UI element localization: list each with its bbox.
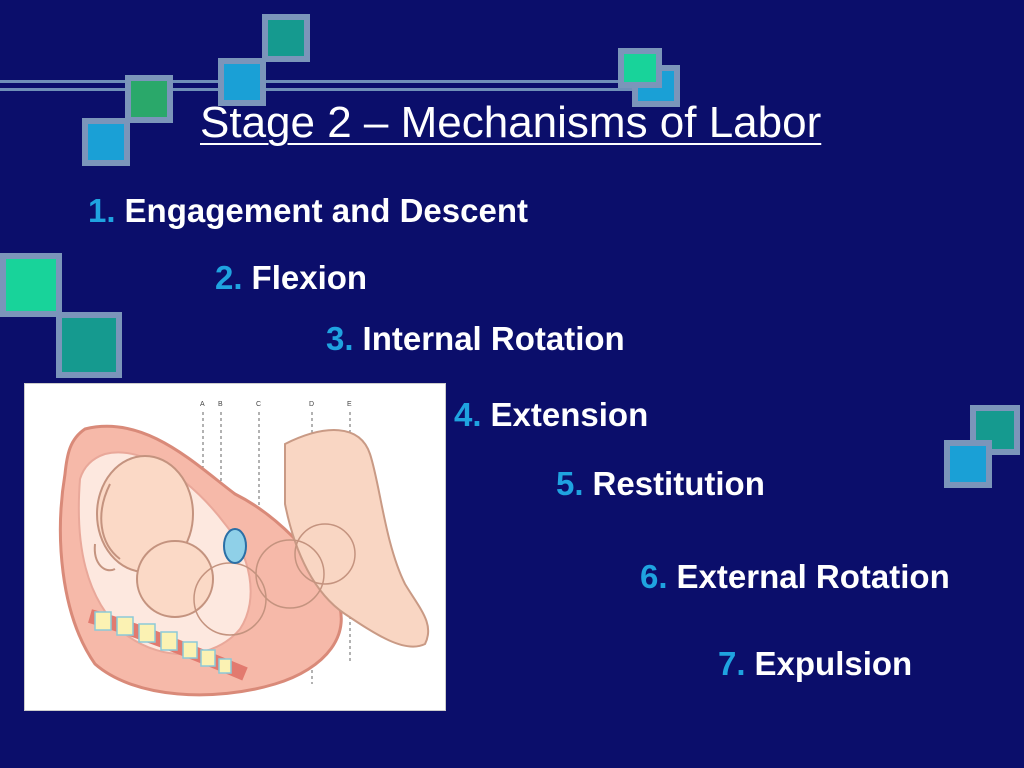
decorative-square bbox=[262, 14, 310, 62]
item-number: 7. bbox=[718, 645, 746, 682]
position-label: D bbox=[309, 401, 314, 408]
item-label: Internal Rotation bbox=[362, 320, 625, 357]
list-item: 3.Internal Rotation bbox=[326, 320, 625, 358]
cervix-detail bbox=[223, 528, 247, 564]
item-number: 5. bbox=[556, 465, 584, 502]
decorative-square bbox=[82, 118, 130, 166]
decorative-line bbox=[0, 88, 680, 91]
labor-illustration-drawing: A B C D E bbox=[58, 401, 430, 697]
list-item: 5.Restitution bbox=[556, 465, 765, 503]
item-number: 3. bbox=[326, 320, 354, 357]
item-number: 1. bbox=[88, 192, 116, 229]
fetal-limb bbox=[93, 543, 116, 572]
list-item: 1.Engagement and Descent bbox=[88, 192, 528, 230]
fetal-limb bbox=[100, 483, 121, 560]
labor-illustration: A B C D E bbox=[24, 383, 446, 711]
item-label: Extension bbox=[490, 396, 649, 433]
decorative-square bbox=[970, 405, 1020, 455]
decorative-square bbox=[618, 48, 662, 88]
position-label: A bbox=[200, 401, 205, 408]
position-label: B bbox=[218, 401, 223, 408]
position-label: C bbox=[256, 401, 261, 408]
item-label: External Rotation bbox=[676, 558, 950, 595]
decorative-line bbox=[0, 80, 680, 83]
fetal-head-outline bbox=[255, 539, 325, 609]
position-label: E bbox=[347, 401, 352, 408]
decorative-square bbox=[125, 75, 173, 123]
slide-title: Stage 2 – Mechanisms of Labor bbox=[200, 98, 822, 147]
list-item: 7.Expulsion bbox=[718, 645, 912, 683]
item-label: Expulsion bbox=[754, 645, 913, 682]
item-label: Engagement and Descent bbox=[124, 192, 528, 229]
decorative-square bbox=[944, 440, 992, 488]
list-item: 4.Extension bbox=[454, 396, 648, 434]
item-label: Restitution bbox=[592, 465, 765, 502]
decorative-square bbox=[218, 58, 266, 106]
list-item: 6.External Rotation bbox=[640, 558, 950, 596]
item-number: 2. bbox=[215, 259, 243, 296]
decorative-square bbox=[56, 312, 122, 378]
decorative-square bbox=[0, 253, 62, 317]
fetal-head bbox=[136, 540, 214, 618]
item-number: 4. bbox=[454, 396, 482, 433]
item-label: Flexion bbox=[251, 259, 368, 296]
item-number: 6. bbox=[640, 558, 668, 595]
list-item: 2.Flexion bbox=[215, 259, 367, 297]
maternal-thigh bbox=[284, 429, 430, 648]
spine bbox=[88, 609, 248, 681]
fetal-head-outline bbox=[294, 523, 356, 585]
